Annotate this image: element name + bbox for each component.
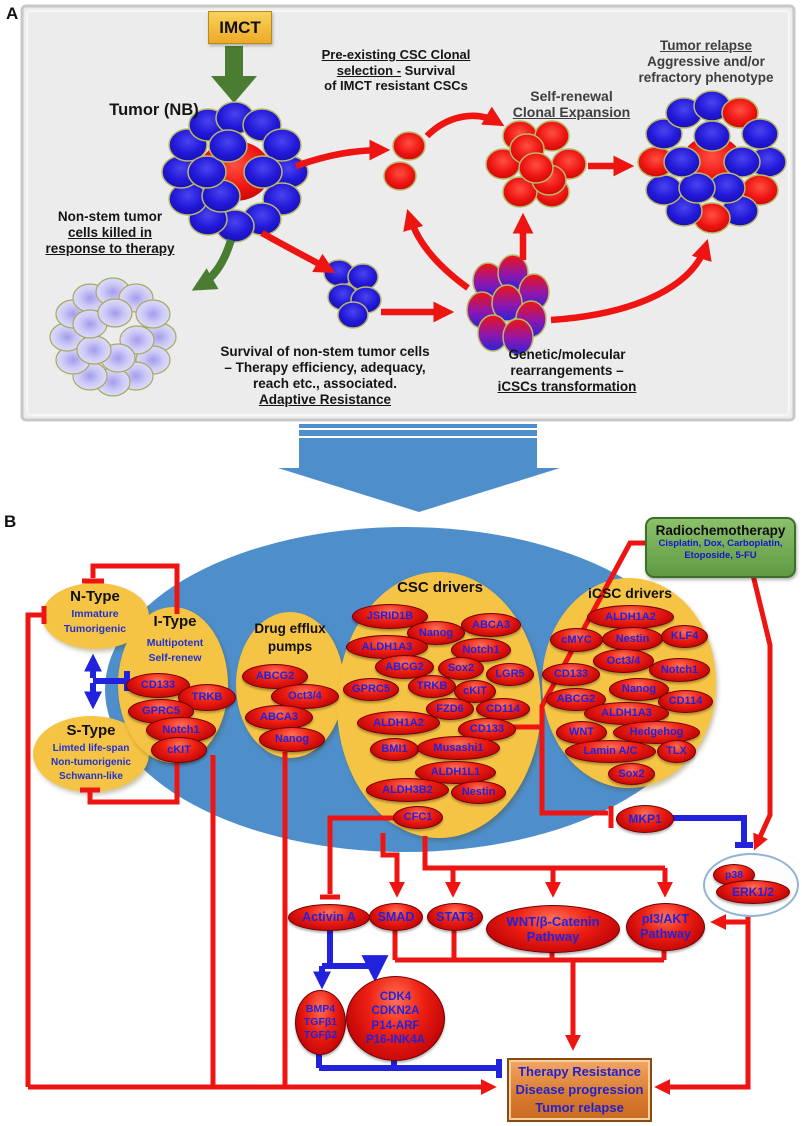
gene-oval: Nanog xyxy=(407,621,465,645)
efflux-title-2: pumps xyxy=(267,639,313,654)
panel-b-label: B xyxy=(4,512,17,531)
gene-oval: GPRC5 xyxy=(343,678,399,701)
gene-oval: CD133 xyxy=(542,663,600,686)
gene-oval: CD114 xyxy=(476,698,530,720)
efflux-title-1: Drug efflux xyxy=(254,621,326,636)
gene-oval: LGR5 xyxy=(486,663,534,686)
i-type-sub1: Multipotent xyxy=(146,637,204,649)
gene-oval: ALDH1L1 xyxy=(415,761,496,784)
tumor-relapse-label: Tumor relapse Aggressive and/or refracto… xyxy=(638,38,774,85)
gene-oval: ALDH3B2 xyxy=(366,778,449,802)
gene-oval: FZD6 xyxy=(426,698,474,720)
transition-arrow xyxy=(278,424,560,512)
gene-oval: Nestin xyxy=(451,781,506,804)
csc-pair xyxy=(383,131,426,191)
panel-a-red-arrows xyxy=(260,106,712,324)
pathway-stat3: STAT3 xyxy=(427,903,483,931)
killed-cells-label: Non-stem tumor cells killed in response … xyxy=(45,209,175,256)
s-type-title: S-Type xyxy=(66,722,116,739)
gene-oval: ALDH1A2 xyxy=(587,605,674,629)
imct-arrow xyxy=(211,46,257,103)
gene-oval: cMYC xyxy=(550,628,603,652)
preexisting-selection-label: Pre-existing CSC Clonal selection - Surv… xyxy=(321,47,471,93)
gene-oval: cKIT xyxy=(151,737,207,763)
gene-oval: TRKB xyxy=(408,675,456,698)
gene-oval: KLF4 xyxy=(661,625,708,648)
gene-oval: Sox2 xyxy=(438,657,484,680)
panel-a-label: A xyxy=(6,4,19,23)
outcome-box: Therapy Resistance Disease progression T… xyxy=(507,1058,652,1122)
killed-cells-arrow xyxy=(191,238,235,291)
i-type-sub2: Self-renew xyxy=(148,652,202,664)
gene-oval: Musashi1 xyxy=(417,736,500,760)
gene-oval: ABCA3 xyxy=(245,705,313,730)
surviving-nonstem-cluster xyxy=(323,259,382,329)
genetic-rearrangements-label: Genetic/molecular rearrangements – iCSCs… xyxy=(497,347,637,394)
csc-drivers-title: CSC drivers xyxy=(397,579,483,596)
icsc-transformation-cluster xyxy=(466,254,550,356)
gene-oval: BMI1 xyxy=(370,738,419,761)
s-type-sub3: Schwann-like xyxy=(59,771,123,782)
self-renewal-cluster xyxy=(485,120,587,208)
adaptive-resistance-label: Survival of non-stem tumor cells – Thera… xyxy=(220,344,430,407)
gene-oval: ABCA3 xyxy=(461,613,521,637)
gene-oval: Sox2 xyxy=(608,763,655,785)
icsc-drivers-title: iCSC drivers xyxy=(587,585,673,601)
radiochemotherapy-box: Radiochemotherapy Cisplatin, Dox, Carbop… xyxy=(645,517,796,578)
n-type-sub2: Tumorigenic xyxy=(63,623,127,635)
gene-oval: Notch1 xyxy=(649,658,710,682)
i-type-title: I-Type xyxy=(153,613,197,630)
gene-oval: Lamin A/C xyxy=(565,740,656,763)
n-type-sub1: Immature xyxy=(71,608,119,620)
imct-box: IMCT xyxy=(208,11,272,44)
gene-oval: ABCG2 xyxy=(242,664,308,689)
relapse-cluster xyxy=(637,90,787,234)
pathway-activin-a: Activin A xyxy=(288,904,370,931)
s-type-sub2: Non-tumorigenic xyxy=(51,757,131,768)
tumor-nb-label: Tumor (NB) xyxy=(109,101,199,119)
self-renewal-label: Self-renewal Clonal Expansion xyxy=(512,88,631,120)
s-type-sub1: Limted life-span xyxy=(52,743,130,754)
gene-oval: cKIT xyxy=(454,680,496,703)
n-type-title: N-Type xyxy=(70,588,120,605)
gene-oval: ALDH1A2 xyxy=(357,711,440,735)
killed-cells-cluster xyxy=(49,277,177,397)
gene-oval: Nanog xyxy=(259,727,325,752)
mkp1-node: MKP1 xyxy=(616,805,674,833)
gene-oval: CD114 xyxy=(658,690,713,713)
gene-oval: Nestin xyxy=(602,627,663,651)
pathway-smad: SMAD xyxy=(369,903,423,931)
gene-oval: CFC1 xyxy=(393,806,443,829)
gene-oval: Oct3/4 xyxy=(593,649,654,673)
erk-node: ERK1/2 xyxy=(716,880,790,904)
gene-oval: TLX xyxy=(657,740,696,763)
